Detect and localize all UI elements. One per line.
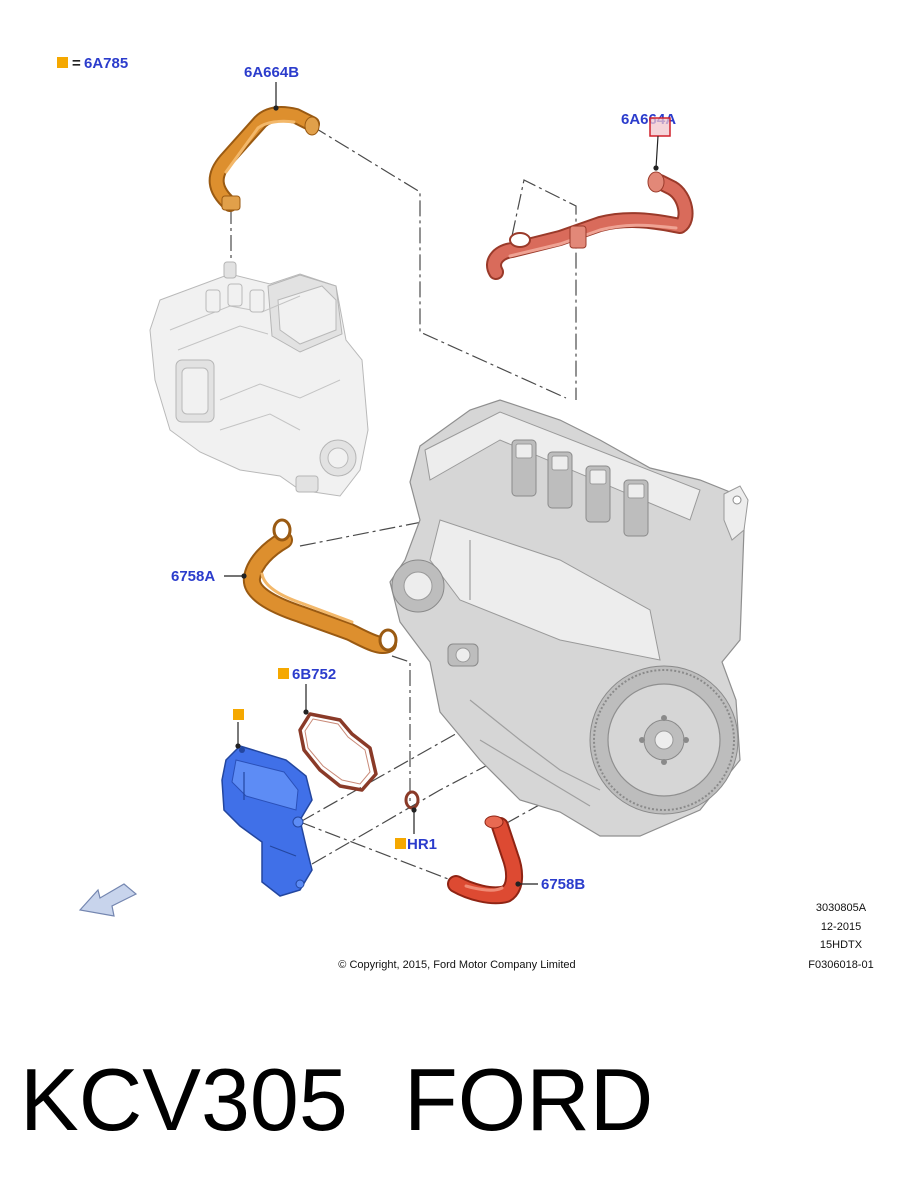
gasket-6b752 [298,712,378,792]
label-6758b: 6758B [515,876,585,893]
caption: KCV305 FORD [20,1050,653,1149]
label-hr1: HR1 [395,807,437,853]
legend-square-icon [57,57,68,68]
oil-separator [221,745,313,897]
label-6a664b-text: 6A664B [244,64,299,81]
label-6758a-text: 6758A [171,568,215,585]
assembly-line-6758a-bottom [391,655,411,802]
label-hr1-text: HR1 [407,836,437,853]
callout-box-icon [649,117,671,137]
label-6a664a: 6A664A [621,111,676,171]
copyright-notice: © Copyright, 2015, Ford Motor Company Li… [338,959,575,971]
reference-engine [149,261,369,497]
document-model-code: 15HDTX [820,939,863,951]
hose-6758b [447,815,524,905]
document-date: 12-2015 [821,921,861,933]
separator-square-icon [233,709,244,720]
legend-equals: = [72,55,81,72]
label-6b752-text: 6B752 [292,666,336,683]
seal-hr1 [404,790,420,810]
legend-code: 6A785 [84,55,128,72]
legend: = 6A785 [57,55,128,72]
caption-part-number: KCV305 [20,1050,348,1149]
direction-arrow-icon [78,883,138,917]
label-6b752: 6B752 [278,666,336,715]
label-6a664b: 6A664B [244,64,299,111]
assembly-line-separator-upper [311,747,521,865]
label-6b752-square-icon [278,668,289,679]
label-6758a: 6758A [171,568,247,585]
document-ref: 3030805A [816,902,867,914]
hose-6a664b [208,106,320,212]
pipe-6758a [242,518,398,654]
main-engine [389,399,749,837]
document-info: 3030805A 12-2015 15HDTX F0306018-01 © Co… [338,902,873,971]
assembly-line-6a664b [311,125,567,399]
hose-6a664a [486,171,694,280]
assembly-line-6a664a [511,179,577,400]
label-separator [233,709,244,749]
caption-brand: FORD [404,1050,653,1149]
assembly-line-separator-lower [299,821,457,883]
document-figure-id: F0306018-01 [808,959,873,971]
label-hr1-square-icon [395,838,406,849]
label-6758b-text: 6758B [541,876,585,893]
